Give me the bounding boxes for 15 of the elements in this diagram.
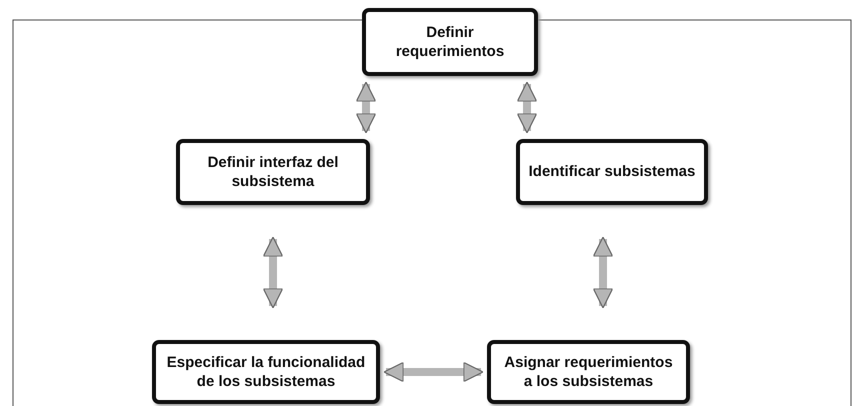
- box-label: Asignar requerimientos a los subsistemas: [503, 352, 674, 392]
- process-box: [176, 139, 370, 205]
- double-arrow: [516, 82, 538, 134]
- box-label: Identificar subsistemas: [528, 162, 696, 182]
- process-box: [516, 139, 708, 205]
- process-box: [487, 340, 690, 404]
- double-arrow: [356, 82, 376, 134]
- double-arrow: [384, 362, 484, 382]
- process-box: [152, 340, 380, 404]
- box-label: Especificar la funcionalidad de los subsistemas: [166, 352, 366, 392]
- double-arrow: [262, 236, 284, 308]
- process-box: [362, 8, 538, 76]
- box-label: Definir requerimientos: [394, 22, 506, 62]
- box-label: Definir interfaz del subsistema: [206, 152, 340, 192]
- double-arrow: [592, 236, 614, 308]
